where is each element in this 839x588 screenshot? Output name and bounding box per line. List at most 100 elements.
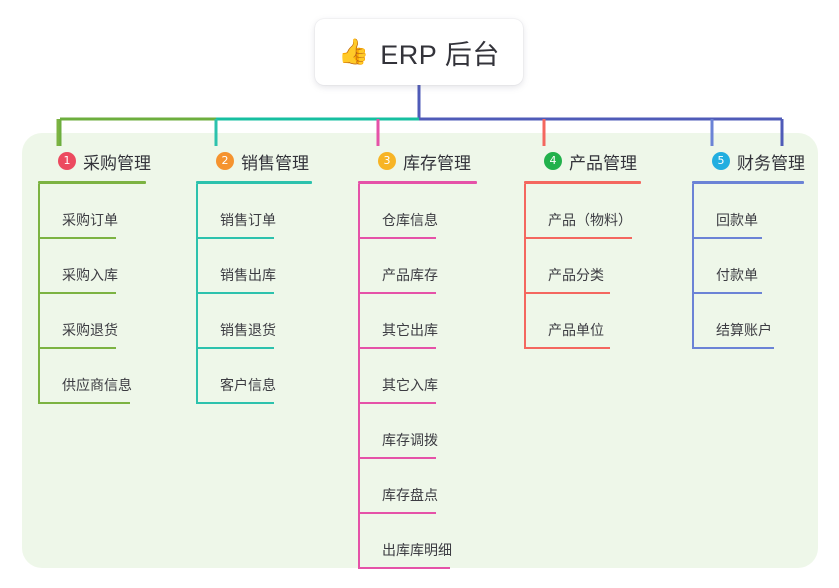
branch-column-2: 2 销售管理销售订单销售出库销售退货客户信息 [196, 148, 312, 404]
item-underline [358, 347, 436, 349]
branch-item-label: 回款单 [716, 212, 758, 228]
branch-item-label: 采购退货 [62, 322, 118, 338]
branch-item[interactable]: 其它出库 [358, 294, 477, 349]
item-underline [196, 402, 274, 404]
item-underline [524, 347, 610, 349]
item-connector [358, 294, 360, 349]
branch-item-label: 销售退货 [220, 322, 276, 338]
branch-item[interactable]: 采购订单 [38, 184, 151, 239]
branch-badge-1: 1 [58, 152, 76, 170]
branch-item[interactable]: 其它入库 [358, 349, 477, 404]
item-connector [196, 349, 198, 404]
branch-item[interactable]: 客户信息 [196, 349, 312, 404]
item-connector [358, 404, 360, 459]
item-connector [524, 294, 526, 349]
branch-item-label: 仓库信息 [382, 212, 438, 228]
branch-underline [692, 181, 804, 184]
branch-item[interactable]: 付款单 [692, 239, 805, 294]
branch-items: 产品（物料） 产品分类产品单位 [524, 184, 641, 349]
branch-header-5[interactable]: 5 财务管理 [692, 148, 805, 174]
item-underline [692, 347, 774, 349]
branch-item[interactable]: 产品库存 [358, 239, 477, 294]
root-node[interactable]: 👍 ERP 后台 [315, 19, 523, 85]
item-connector [38, 184, 40, 239]
branch-items: 销售订单销售出库销售退货客户信息 [196, 184, 312, 404]
branch-item-label: 其它入库 [382, 377, 438, 393]
branch-title: 销售管理 [241, 153, 309, 173]
branch-item[interactable]: 销售订单 [196, 184, 312, 239]
branch-badge-3: 3 [378, 152, 396, 170]
branch-item[interactable]: 采购退货 [38, 294, 151, 349]
branch-column-3: 3 库存管理仓库信息产品库存其它出库其它入库库存调拨库存盘点出库库明细 [358, 148, 477, 569]
branch-item[interactable]: 产品单位 [524, 294, 641, 349]
item-underline [524, 237, 632, 239]
root-title: ERP 后台 [380, 39, 500, 70]
branch-item-label: 出库库明细 [382, 542, 452, 558]
branch-item-label: 产品单位 [548, 322, 604, 338]
branch-item-label: 销售出库 [220, 267, 276, 283]
branch-title: 采购管理 [83, 153, 151, 173]
item-underline [38, 237, 116, 239]
branch-item-label: 客户信息 [220, 377, 276, 393]
branch-item[interactable]: 销售出库 [196, 239, 312, 294]
branch-item[interactable]: 供应商信息 [38, 349, 151, 404]
item-connector [358, 184, 360, 239]
branch-item[interactable]: 库存调拨 [358, 404, 477, 459]
branch-item-label: 采购入库 [62, 267, 118, 283]
item-connector [692, 294, 694, 349]
item-underline [358, 237, 436, 239]
branch-items: 采购订单采购入库采购退货供应商信息 [38, 184, 151, 404]
branch-item-label: 结算账户 [716, 322, 772, 338]
branch-item-label: 库存调拨 [382, 432, 438, 448]
branch-badge-5: 5 [712, 152, 730, 170]
branch-item[interactable]: 产品（物料） [524, 184, 641, 239]
diagram-background-panel [22, 133, 818, 568]
branch-item-label: 产品（物料） [548, 212, 632, 228]
branch-column-1: 1 采购管理采购订单采购入库采购退货供应商信息 [38, 148, 151, 404]
branch-header-1[interactable]: 1 采购管理 [38, 148, 151, 174]
item-underline [38, 402, 130, 404]
branch-item-label: 产品库存 [382, 267, 438, 283]
branch-item-label: 其它出库 [382, 322, 438, 338]
item-underline [196, 347, 274, 349]
branch-item-label: 库存盘点 [382, 487, 438, 503]
branch-underline [196, 181, 312, 184]
item-underline [38, 292, 116, 294]
branch-title: 产品管理 [569, 153, 637, 173]
item-connector [196, 294, 198, 349]
branch-item[interactable]: 结算账户 [692, 294, 805, 349]
item-connector [358, 514, 360, 569]
item-connector [358, 349, 360, 404]
item-connector [692, 184, 694, 239]
branch-items: 回款单付款单结算账户 [692, 184, 805, 349]
branch-title: 库存管理 [403, 153, 471, 173]
branch-item[interactable]: 仓库信息 [358, 184, 477, 239]
item-connector [358, 459, 360, 514]
branch-badge-2: 2 [216, 152, 234, 170]
branch-header-3[interactable]: 3 库存管理 [358, 148, 477, 174]
item-underline [196, 292, 274, 294]
item-connector [524, 184, 526, 239]
item-underline [692, 237, 762, 239]
branch-item[interactable]: 出库库明细 [358, 514, 477, 569]
thumbs-up-icon: 👍 [338, 37, 370, 66]
item-connector [524, 239, 526, 294]
branch-item[interactable]: 销售退货 [196, 294, 312, 349]
item-underline [196, 237, 274, 239]
item-underline [524, 292, 610, 294]
item-connector [692, 239, 694, 294]
root-node-content: 👍 ERP 后台 [338, 33, 500, 72]
branch-item[interactable]: 产品分类 [524, 239, 641, 294]
item-connector [38, 294, 40, 349]
branch-header-2[interactable]: 2 销售管理 [196, 148, 312, 174]
branch-underline [524, 181, 641, 184]
branch-item[interactable]: 采购入库 [38, 239, 151, 294]
branch-item[interactable]: 回款单 [692, 184, 805, 239]
branch-items: 仓库信息产品库存其它出库其它入库库存调拨库存盘点出库库明细 [358, 184, 477, 569]
branch-item[interactable]: 库存盘点 [358, 459, 477, 514]
branch-title: 财务管理 [737, 153, 805, 173]
item-connector [196, 239, 198, 294]
